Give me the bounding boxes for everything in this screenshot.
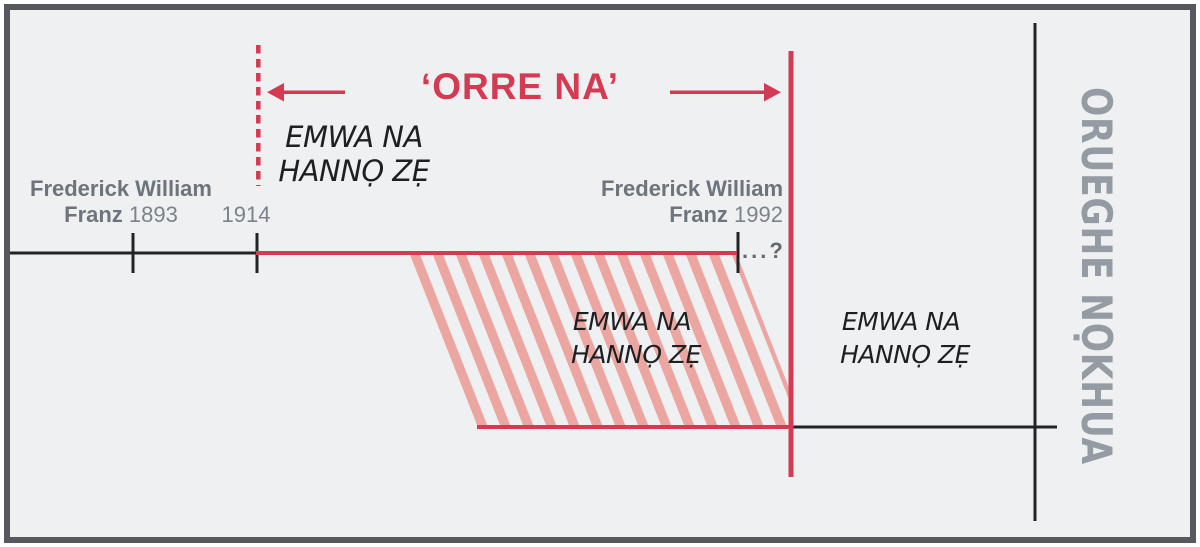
event-1893-year: 1893 — [123, 202, 178, 227]
event-label-1893: Frederick William Franz 1893 — [30, 176, 212, 227]
lower-black-line — [791, 425, 1057, 429]
period-after-line2: HANNỌ ZẸ — [840, 340, 971, 369]
tick-1893 — [131, 233, 135, 273]
event-1893-name2: Franz — [64, 202, 123, 227]
period-before-line1: EMWA NA — [285, 120, 423, 154]
event-1992-name: Frederick William — [601, 176, 783, 201]
period-label-during: EMWA NA HANNỌ ZẸ — [571, 307, 702, 369]
period-before-line2: HANNỌ ZẸ — [278, 154, 430, 188]
svg-text:Franz 1893: Franz 1893 — [64, 202, 178, 227]
red-timeline-segment — [256, 251, 737, 255]
event-label-1992: Frederick William Franz 1992 — [601, 176, 783, 227]
arrow-right-icon — [670, 83, 781, 102]
event-1992-year: 1992 — [728, 202, 783, 227]
period-during-line2: HANNỌ ZẸ — [571, 340, 702, 369]
event-1992-name2: Franz — [669, 202, 728, 227]
side-vertical-label: ORUEGHE NỌKHUA — [1072, 87, 1121, 465]
continuation-dots: ...? — [742, 238, 786, 263]
period-during-line1: EMWA NA — [573, 307, 691, 336]
tick-1992 — [736, 232, 740, 273]
period-label-before: EMWA NA HANNỌ ZẸ — [278, 120, 431, 188]
hatched-period-region — [410, 255, 791, 425]
right-divider-line — [1033, 23, 1037, 521]
diagram-title: ‘ORRE NA’ — [421, 66, 619, 107]
arrow-left-icon — [267, 83, 345, 102]
period-after-line1: EMWA NA — [842, 307, 960, 336]
hatch-bottom-line — [477, 425, 793, 429]
solid-1992-line — [788, 51, 794, 477]
year-label-1914: 1914 — [222, 202, 271, 227]
svg-text:Franz 1992: Franz 1992 — [669, 202, 783, 227]
event-1893-name: Frederick William — [30, 176, 212, 201]
period-label-after: EMWA NA HANNỌ ZẸ — [840, 307, 971, 369]
